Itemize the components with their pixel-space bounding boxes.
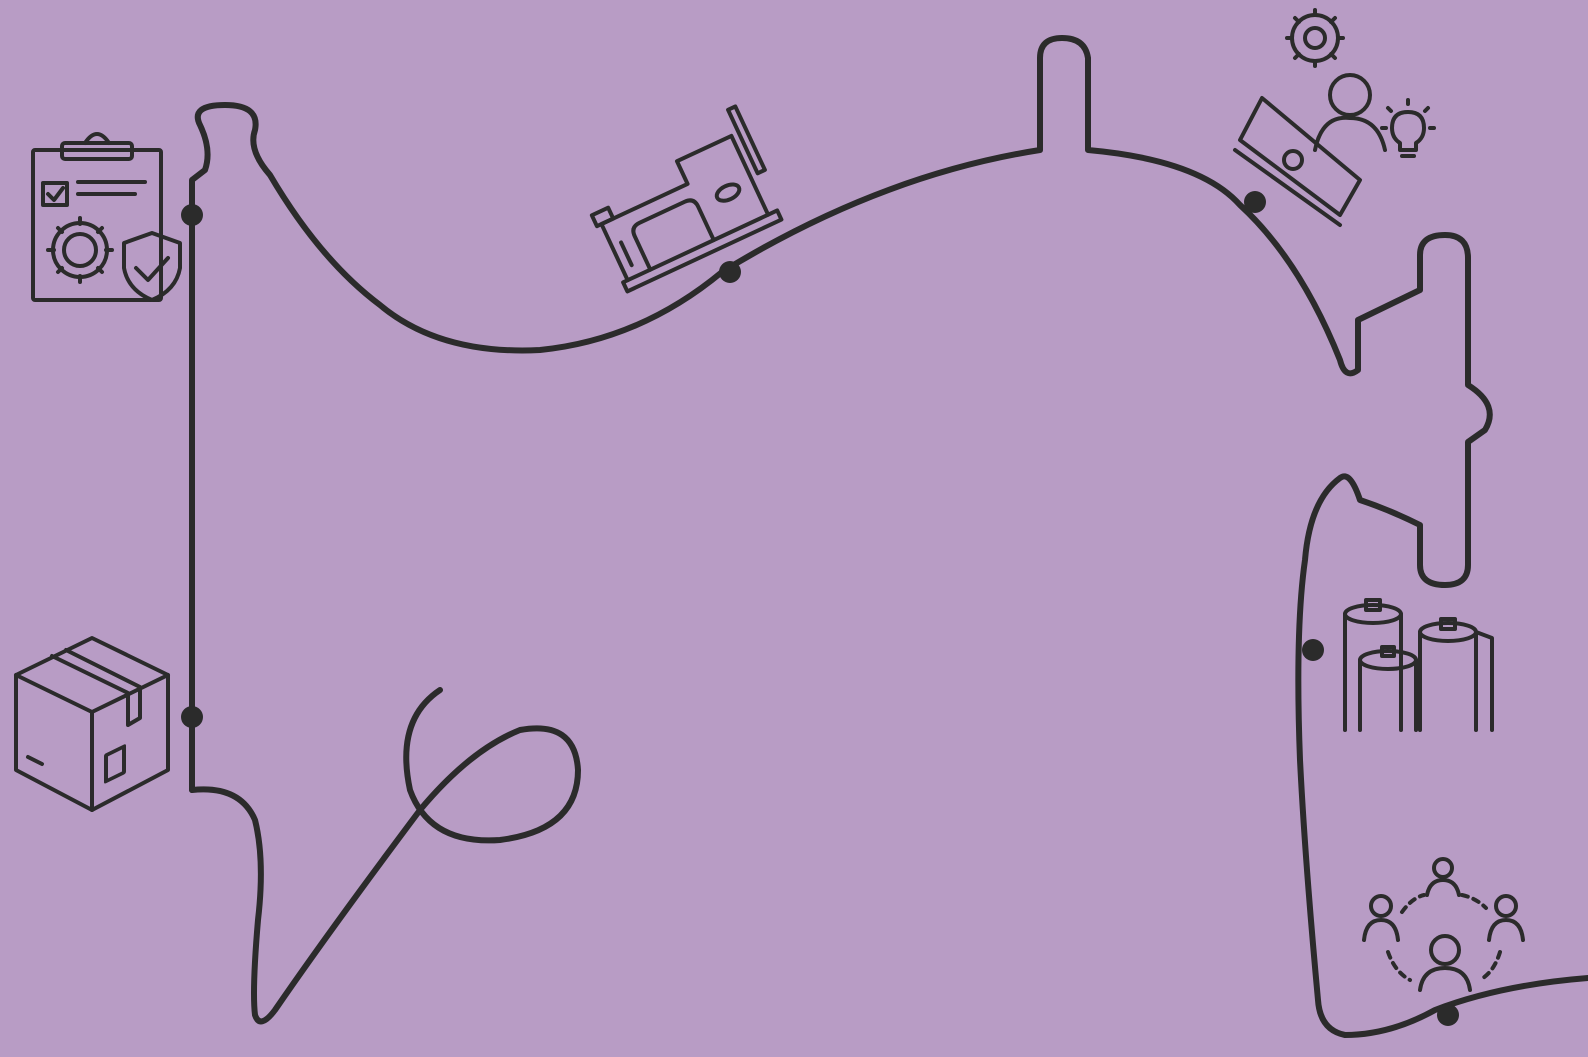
person-laptop-gear-lightbulb-icon	[1235, 10, 1434, 225]
thread-outline-path	[192, 38, 1588, 1035]
milestone-node-4	[1244, 191, 1266, 213]
milestone-node-5	[1302, 639, 1324, 661]
fabric-rolls-icon	[1345, 600, 1492, 730]
milestone-node-1	[181, 204, 203, 226]
clipboard-checklist-gear-shield-icon	[33, 134, 180, 300]
milestone-node-6	[1437, 1004, 1459, 1026]
sewing-machine-icon	[576, 106, 787, 291]
milestone-node-2	[181, 706, 203, 728]
team-network-icon	[1364, 859, 1523, 990]
cardboard-box-icon	[16, 638, 168, 810]
thread-tail-path	[192, 690, 578, 1021]
milestone-node-3	[719, 261, 741, 283]
